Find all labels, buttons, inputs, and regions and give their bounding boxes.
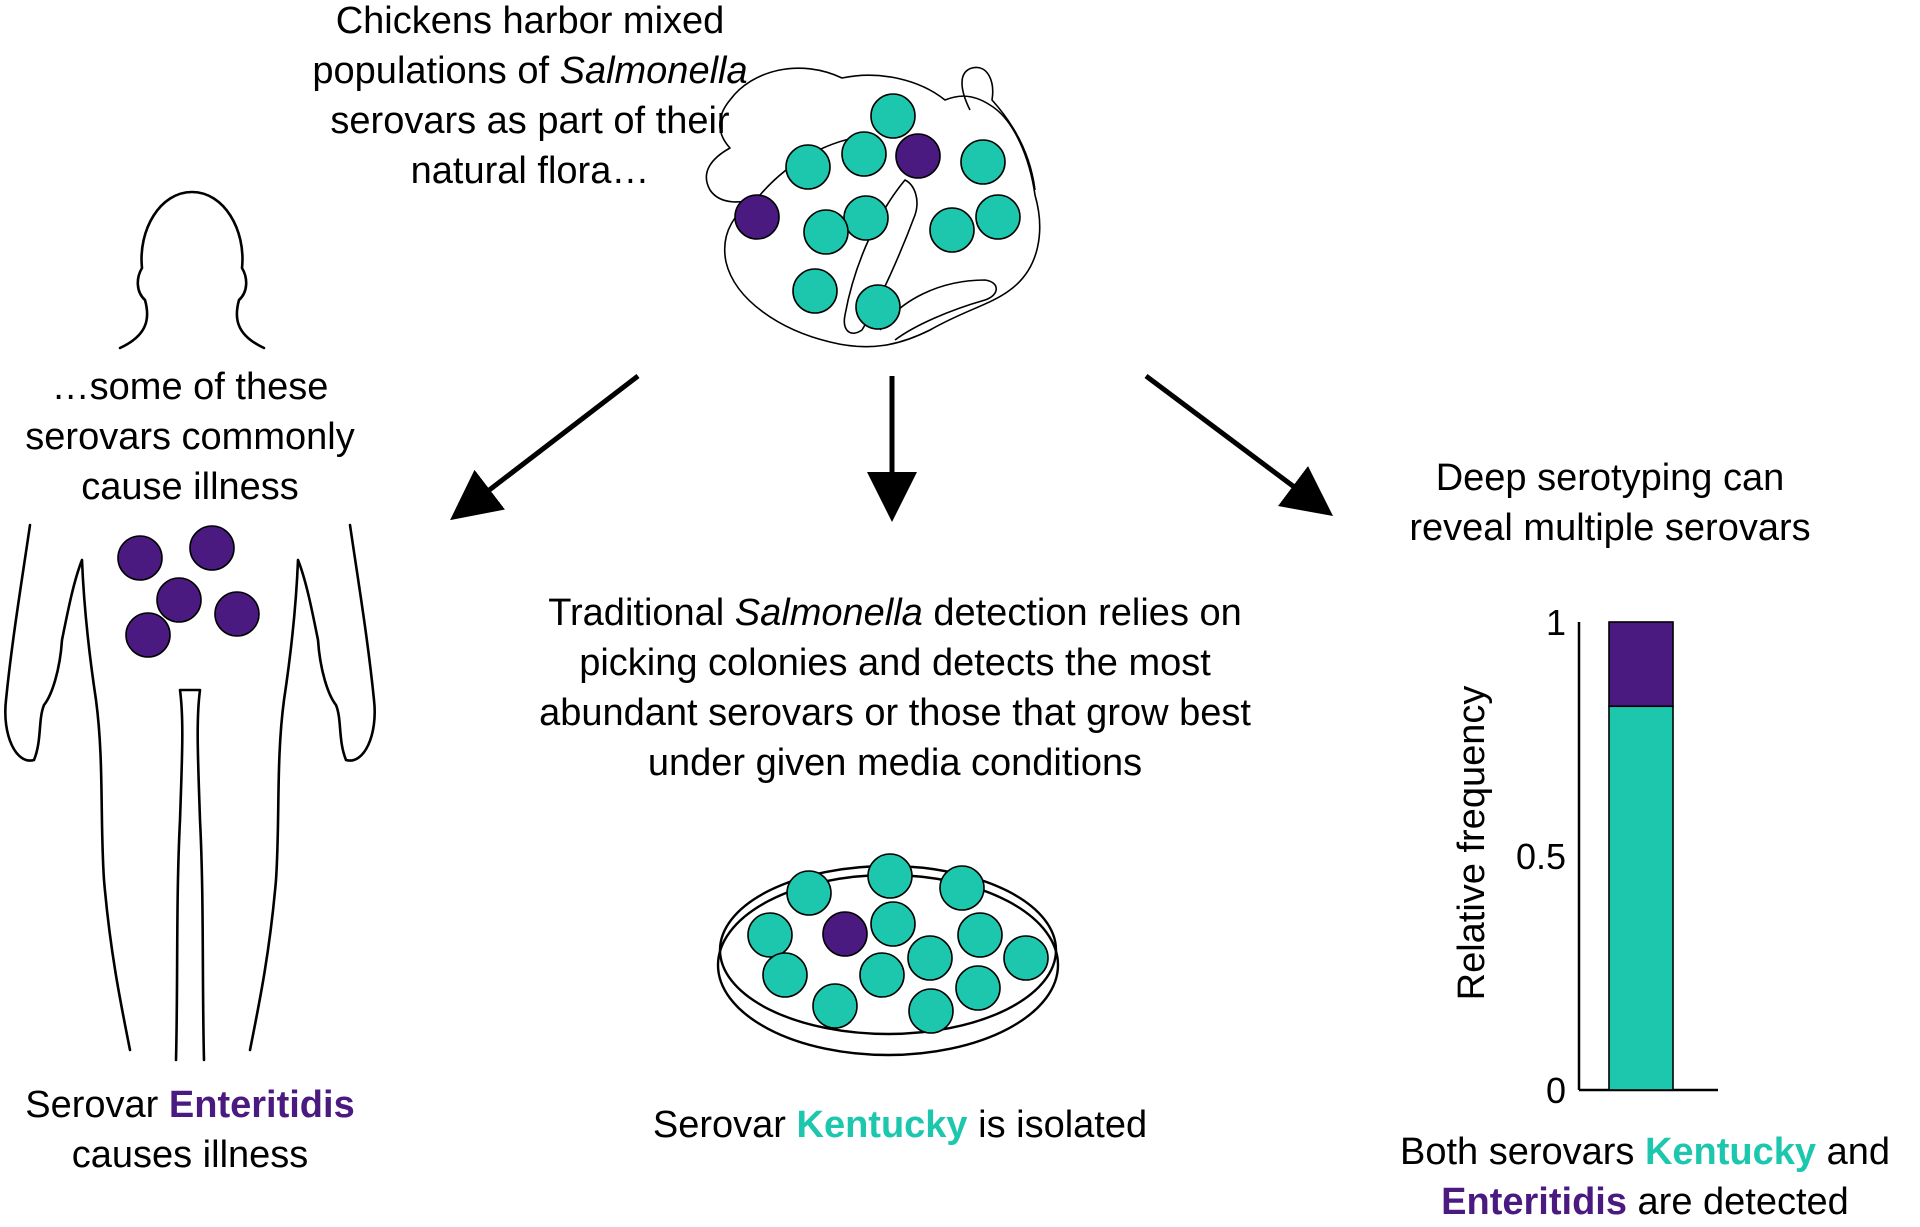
human-result-serovar: Enteritidis — [168, 1084, 355, 1126]
colony-enteritidis — [214, 591, 260, 637]
deep-caption: Deep serotyping can reveal multiple sero… — [1360, 453, 1860, 553]
chicken-body-outline — [705, 67, 1041, 348]
y-tick-label: 0 — [1546, 1070, 1566, 1111]
human-caption-line2: serovars commonly — [25, 416, 355, 458]
colony-kentucky — [939, 865, 985, 911]
chicken-caption-line2-pre: populations of — [312, 50, 560, 92]
human-caption-line1: …some of these — [51, 366, 329, 408]
colony-kentucky — [843, 195, 889, 241]
bar-segment-enteritidis — [1608, 621, 1674, 708]
deep-caption-line2: reveal multiple serovars — [1409, 507, 1811, 549]
colony-kentucky — [855, 284, 901, 330]
deep-result-enteritidis: Enteritidis — [1441, 1181, 1627, 1223]
deep-result-pre: Both serovars — [1399, 1131, 1645, 1173]
human-result-line2: causes illness — [71, 1134, 309, 1176]
colony-enteritidis — [895, 133, 941, 179]
colony-kentucky — [859, 952, 905, 998]
chicken-caption: Chickens harbor mixed populations of Sal… — [270, 0, 790, 196]
chicken-leg-outline — [879, 279, 998, 341]
colony-kentucky — [867, 853, 913, 899]
colony-kentucky — [785, 144, 831, 190]
colony-kentucky — [975, 194, 1021, 240]
colony-kentucky — [792, 268, 838, 314]
arrow-to-deep — [1144, 373, 1334, 516]
chicken-drumstick-outline — [961, 66, 1036, 191]
colony-kentucky — [908, 988, 954, 1034]
colony-enteritidis — [822, 911, 868, 957]
human-result: Serovar Enteritidis causes illness — [0, 1080, 380, 1180]
traditional-caption-pre: Traditional — [548, 592, 735, 634]
chart-ylabel: Relative frequency — [1451, 686, 1493, 1001]
human-left-outline — [4, 523, 132, 1052]
human-inner-legs-outline — [174, 688, 206, 1062]
bar-segment-kentucky — [1608, 705, 1674, 1091]
colony-enteritidis — [117, 535, 163, 581]
colony-kentucky — [747, 912, 793, 958]
colony-kentucky — [955, 965, 1001, 1011]
colony-kentucky — [929, 207, 975, 253]
colony-kentucky — [762, 952, 808, 998]
colony-enteritidis — [125, 612, 171, 658]
chicken-caption-line1: Chickens harbor mixed — [335, 0, 725, 42]
colony-kentucky — [957, 912, 1003, 958]
traditional-caption-line2: picking colonies and detects the most — [579, 642, 1211, 684]
traditional-result: Serovar Kentucky is isolated — [580, 1100, 1220, 1150]
colony-kentucky — [841, 131, 887, 177]
colony-enteritidis — [156, 577, 202, 623]
traditional-caption-post: detection relies on — [922, 592, 1242, 634]
deep-result: Both serovars Kentucky and Enteritidis a… — [1370, 1127, 1920, 1227]
colony-enteritidis — [734, 194, 780, 240]
deep-caption-line1: Deep serotyping can — [1435, 457, 1785, 499]
y-tick-label: 1 — [1546, 602, 1566, 643]
arrow-to-human — [450, 374, 640, 521]
human-result-pre: Serovar — [25, 1084, 169, 1126]
traditional-result-pre: Serovar — [652, 1104, 797, 1146]
colonies-layer — [117, 93, 1049, 1034]
colony-kentucky — [803, 209, 849, 255]
human-right-outline — [248, 523, 376, 1052]
chicken-caption-line4: natural flora… — [410, 150, 650, 192]
traditional-caption: Traditional Salmonella detection relies … — [470, 588, 1320, 788]
arrows — [450, 373, 1334, 522]
deep-result-kentucky: Kentucky — [1644, 1131, 1817, 1173]
colony-kentucky — [960, 139, 1006, 185]
colony-kentucky — [870, 93, 916, 139]
chicken-caption-line3: serovars as part of their — [330, 100, 730, 142]
human-caption: …some of these serovars commonly cause i… — [0, 362, 380, 512]
relative-frequency-chart: 00.51 — [1516, 602, 1718, 1111]
colony-enteritidis — [189, 525, 235, 571]
deep-result-post: are detected — [1626, 1181, 1849, 1223]
colony-kentucky — [812, 983, 858, 1029]
traditional-result-serovar: Kentucky — [796, 1104, 968, 1146]
human-head-outline — [118, 190, 266, 350]
human-illustration — [4, 190, 376, 1062]
traditional-result-post: is isolated — [967, 1104, 1148, 1146]
colony-kentucky — [870, 901, 916, 947]
colony-kentucky — [907, 935, 953, 981]
traditional-caption-line4: under given media conditions — [647, 742, 1143, 784]
y-tick-label: 0.5 — [1516, 836, 1566, 877]
chicken-wing-outline — [843, 179, 918, 334]
chicken-caption-salmonella: Salmonella — [559, 50, 748, 92]
colony-kentucky — [1003, 935, 1049, 981]
human-caption-line3: cause illness — [81, 466, 299, 508]
traditional-caption-line3: abundant serovars or those that grow bes… — [539, 692, 1251, 734]
colony-kentucky — [786, 870, 832, 916]
traditional-caption-salmonella: Salmonella — [734, 592, 923, 634]
deep-result-and: and — [1816, 1131, 1891, 1173]
chicken-illustration — [705, 66, 1041, 348]
